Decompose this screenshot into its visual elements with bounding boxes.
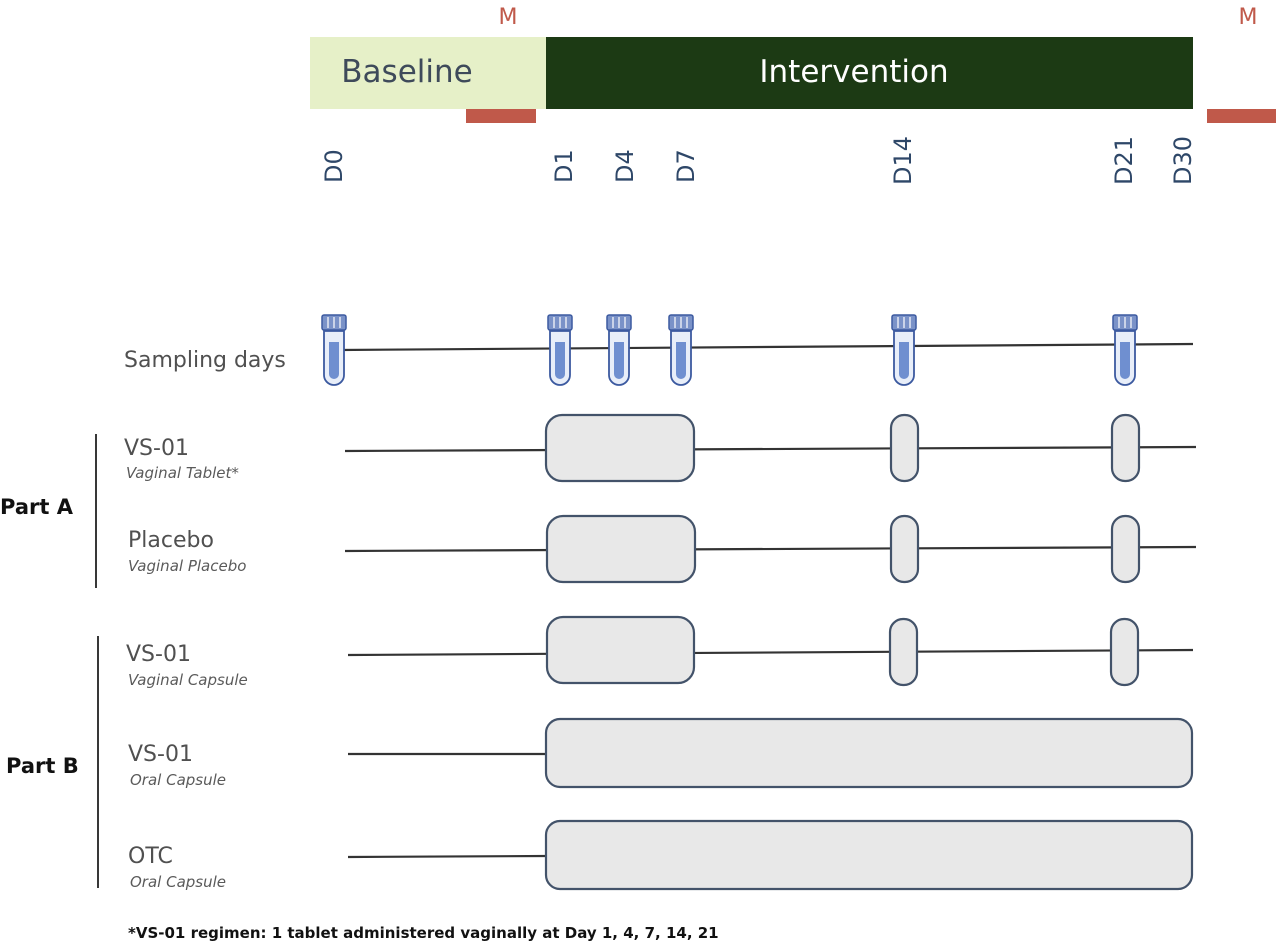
dose-pill xyxy=(889,514,920,584)
day-label-d30: D30 xyxy=(1169,136,1197,185)
part-a-label: Part A xyxy=(0,495,74,519)
intervention-label: Intervention xyxy=(759,54,948,90)
arm-name: VS-01 xyxy=(124,436,189,461)
day-label-d0: D0 xyxy=(320,149,348,183)
arm-row: VS-01 Oral Capsule xyxy=(128,717,1194,789)
dose-block xyxy=(544,413,696,483)
arm-row: Placebo Vaginal Placebo xyxy=(128,514,1197,584)
phase-bar: Baseline Intervention xyxy=(310,37,1193,109)
part-b-group: Part B VS-01 Vaginal Capsule VS-01 Oral … xyxy=(6,615,1194,891)
dose-pill xyxy=(1110,514,1141,584)
day-label-d4: D4 xyxy=(611,149,639,183)
arm-subtitle: Vaginal Placebo xyxy=(128,557,246,575)
footnote: *VS-01 regimen: 1 tablet administered va… xyxy=(128,924,719,942)
m-marker-label: M xyxy=(499,5,518,30)
intervention-phase xyxy=(546,37,1193,109)
arm-row: OTC Oral Capsule xyxy=(128,819,1194,891)
baseline-label: Baseline xyxy=(341,54,472,90)
sample-tube-icon xyxy=(547,314,573,386)
m-marker-bar xyxy=(466,109,536,123)
day-label-d1: D1 xyxy=(550,149,578,183)
sample-tube-icon xyxy=(891,314,917,386)
arm-timeline xyxy=(347,854,548,859)
sample-tube-icon xyxy=(321,314,347,386)
sampling-timeline xyxy=(339,342,1194,352)
dose-block xyxy=(545,514,697,584)
arm-timeline xyxy=(344,445,1197,453)
part-a-group: Part A VS-01 Vaginal Tablet* Placebo Vag… xyxy=(0,413,1197,588)
m-markers: M M xyxy=(466,5,1276,123)
arm-name: VS-01 xyxy=(126,642,191,667)
sampling-row: Sampling days xyxy=(124,314,1194,386)
day-label-d14: D14 xyxy=(889,136,917,185)
arm-subtitle: Oral Capsule xyxy=(130,771,226,789)
dose-pill xyxy=(1110,413,1141,483)
m-marker-bar xyxy=(1207,109,1276,123)
day-label-d21: D21 xyxy=(1110,136,1138,185)
sample-tube-icon xyxy=(668,314,694,386)
arm-name: OTC xyxy=(128,844,173,869)
arm-subtitle: Oral Capsule xyxy=(130,873,226,891)
m-marker-label: M xyxy=(1239,5,1258,30)
arm-subtitle: Vaginal Tablet* xyxy=(126,464,239,482)
dose-pill xyxy=(888,617,919,687)
day-labels: D0 D1 D4 D7 D14 D21 D30 xyxy=(320,136,1197,185)
sampling-days-label: Sampling days xyxy=(124,348,286,373)
day-label-d7: D7 xyxy=(672,149,700,183)
arm-name: VS-01 xyxy=(128,742,193,767)
arm-row: VS-01 Vaginal Capsule xyxy=(126,615,1194,689)
dose-block xyxy=(545,615,696,685)
sample-tube-icon xyxy=(1112,314,1138,386)
dose-pill xyxy=(889,413,920,483)
dose-block-continuous xyxy=(544,717,1194,789)
dose-pill xyxy=(1109,617,1140,687)
baseline-phase xyxy=(310,37,546,109)
arm-name: Placebo xyxy=(128,528,214,553)
dose-block-continuous xyxy=(544,819,1194,891)
arm-timeline xyxy=(347,648,1194,657)
arm-row: VS-01 Vaginal Tablet* xyxy=(124,413,1197,483)
arm-timeline xyxy=(344,545,1197,553)
arm-subtitle: Vaginal Capsule xyxy=(128,671,248,689)
sample-tube-icon xyxy=(606,314,632,386)
part-b-label: Part B xyxy=(6,754,79,778)
